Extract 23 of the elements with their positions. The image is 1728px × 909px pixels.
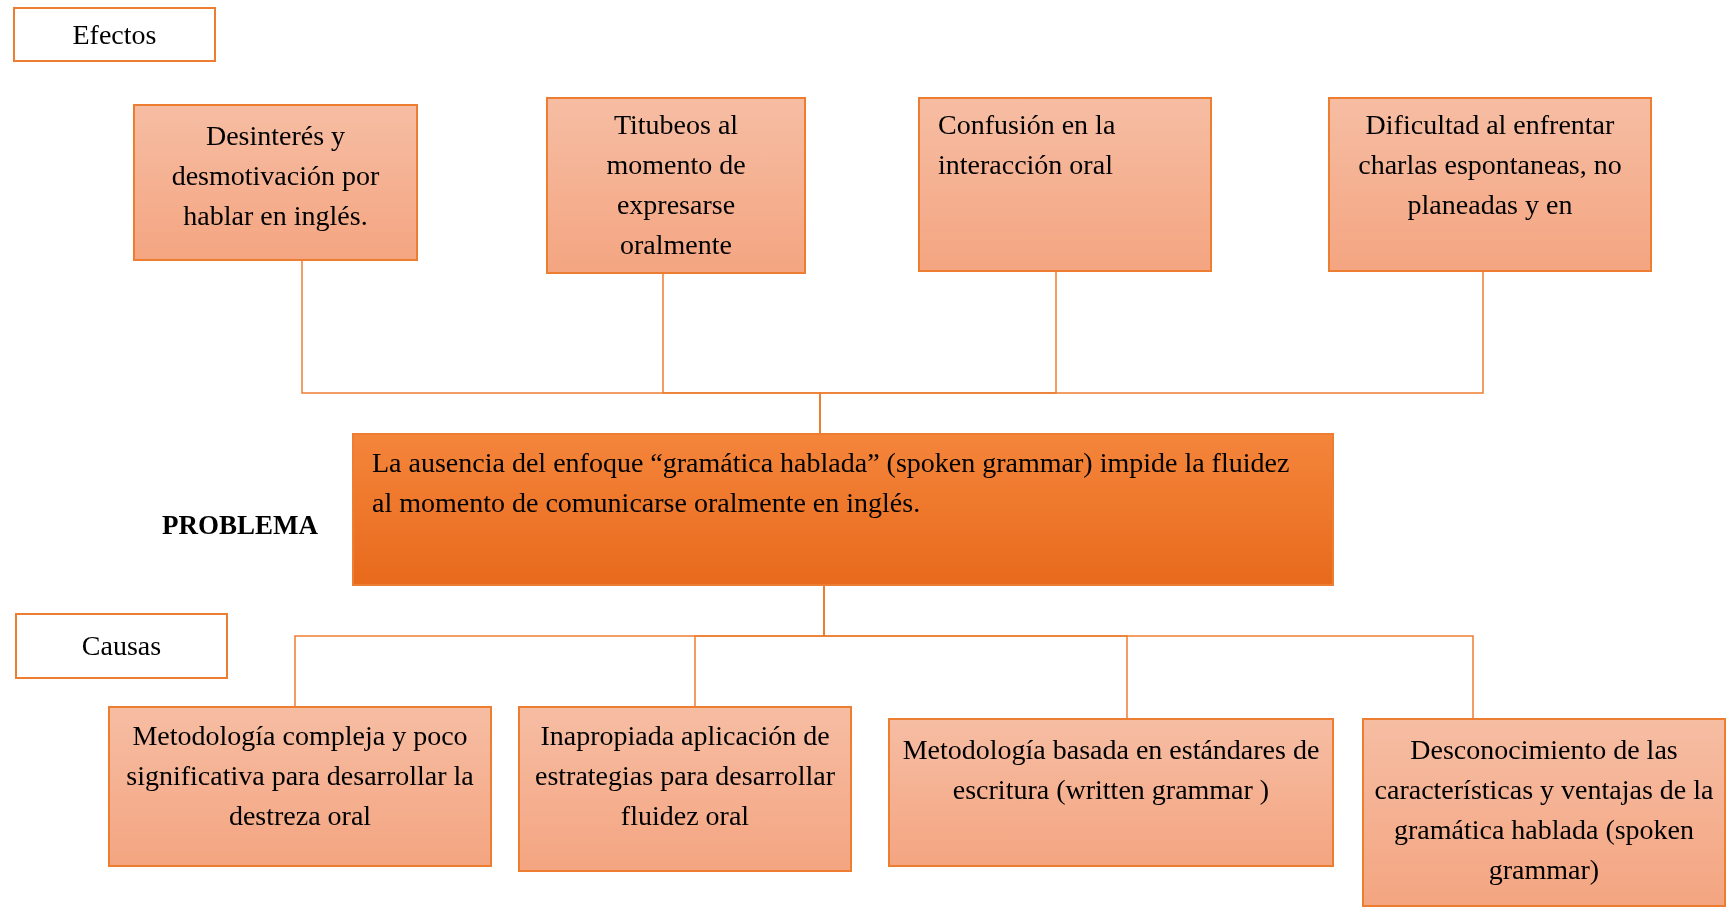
process-box (1328, 97, 1652, 272)
section-box (13, 7, 216, 62)
process-box (518, 706, 852, 872)
box-text: Metodología basada en estándares de escritura (written grammar ) (901, 733, 1321, 807)
box-text: Desconocimiento de las características y ventajas de la gramática hablada (spoken grammar) (1373, 733, 1715, 887)
box-text: Causas (81, 629, 162, 663)
process-box (546, 97, 806, 274)
side-label: PROBLEMA (162, 510, 318, 541)
process-box (888, 718, 1334, 867)
problem-box (352, 433, 1334, 586)
process-box (918, 97, 1212, 272)
box-text: Inapropiada aplicación de estrategias para desarrollar fluidez oral (533, 719, 837, 833)
box-text: Desinterés y desmotivación por hablar en inglés. (170, 119, 381, 233)
box-text: Confusión en la interacción oral (938, 108, 1117, 182)
process-box (108, 706, 492, 867)
process-box (1362, 718, 1726, 907)
process-box (133, 104, 418, 261)
box-text: La ausencia del enfoque “gramática hablada” (spoken grammar) impide la fluidez al momento de comunicarse oralmente en inglés. (372, 446, 1291, 520)
box-text: Titubeos al momento de expresarse oralmente (605, 108, 747, 262)
box-text: Dificultad al enfrentar charlas espontaneas, no planeadas y en (1357, 108, 1623, 222)
box-text: Efectos (72, 17, 157, 52)
box-text: Metodología compleja y poco significativa para desarrollar la destreza oral (125, 719, 475, 833)
section-box (15, 613, 228, 679)
